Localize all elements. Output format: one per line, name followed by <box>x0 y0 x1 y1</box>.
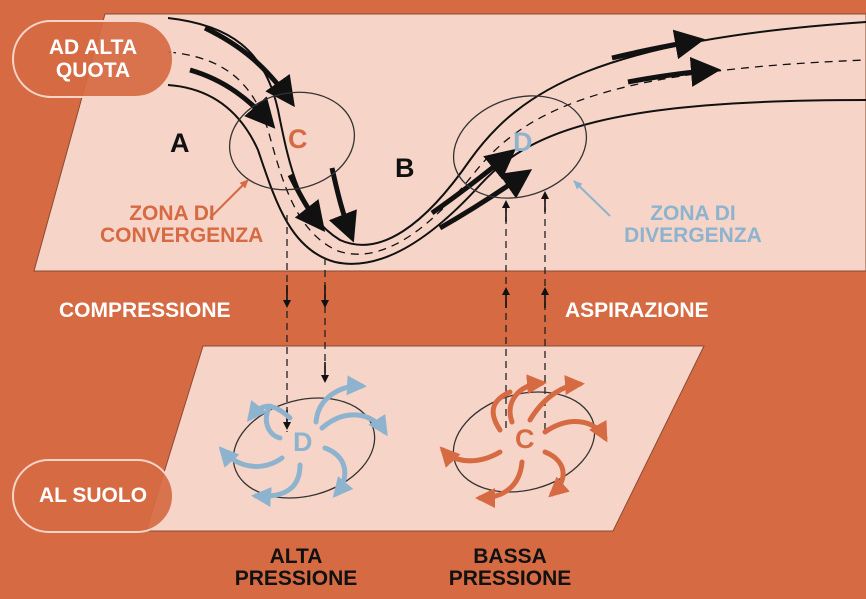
compression-arrows <box>283 285 329 430</box>
divergence-zone-ellipse <box>452 95 588 199</box>
divergence-zone-label-line2: DIVERGENZA <box>624 224 762 248</box>
high-pressure-label-line2: PRESSIONE <box>234 567 358 591</box>
divergence-zone-label-line1: ZONA DI <box>650 202 736 225</box>
convergence-pointer <box>209 179 249 219</box>
low-pressure-inflow-arrows <box>439 374 608 508</box>
convergence-zone-ellipse <box>228 91 356 191</box>
high-pressure-label-line1: ALTA <box>269 545 323 568</box>
ground-level-plane <box>145 345 705 532</box>
ground-level-label-text: AL SUOLO <box>38 484 148 508</box>
high-pressure-label: ALTA PRESSIONE <box>226 545 366 591</box>
convergence-center-letter: C <box>288 124 308 154</box>
ground-level-label: AL SUOLO <box>12 459 174 533</box>
high-pressure-outflow-arrows <box>218 375 388 508</box>
low-pressure-label-line1: BASSA <box>473 545 547 568</box>
suction-label: ASPIRAZIONE <box>565 299 709 322</box>
convergence-zone-label-line1: ZONA DI <box>129 202 215 225</box>
convergence-zone-label: ZONA DI CONVERGENZA <box>100 202 264 248</box>
point-b-label: B <box>395 153 415 183</box>
low-pressure-label: BASSA PRESSIONE <box>440 545 580 591</box>
high-pressure-center-letter: D <box>293 427 313 457</box>
convergence-zone-label-line2: CONVERGENZA <box>100 224 264 248</box>
divergence-pointer <box>573 180 611 217</box>
upper-level-label-line1: AD ALTA <box>48 35 138 59</box>
low-pressure-label-line2: PRESSIONE <box>448 567 572 591</box>
divergence-center-letter: D <box>513 127 533 157</box>
upper-level-label-line2: QUOTA <box>55 59 131 82</box>
compression-label: COMPRESSIONE <box>59 299 231 322</box>
point-a-label: A <box>170 128 190 158</box>
jet-stream <box>167 17 866 265</box>
divergence-zone-label: ZONA DI DIVERGENZA <box>612 202 774 248</box>
low-pressure-center-letter: C <box>515 424 535 454</box>
upper-level-label: AD ALTA QUOTA <box>12 20 174 98</box>
suction-arrows <box>502 191 549 308</box>
